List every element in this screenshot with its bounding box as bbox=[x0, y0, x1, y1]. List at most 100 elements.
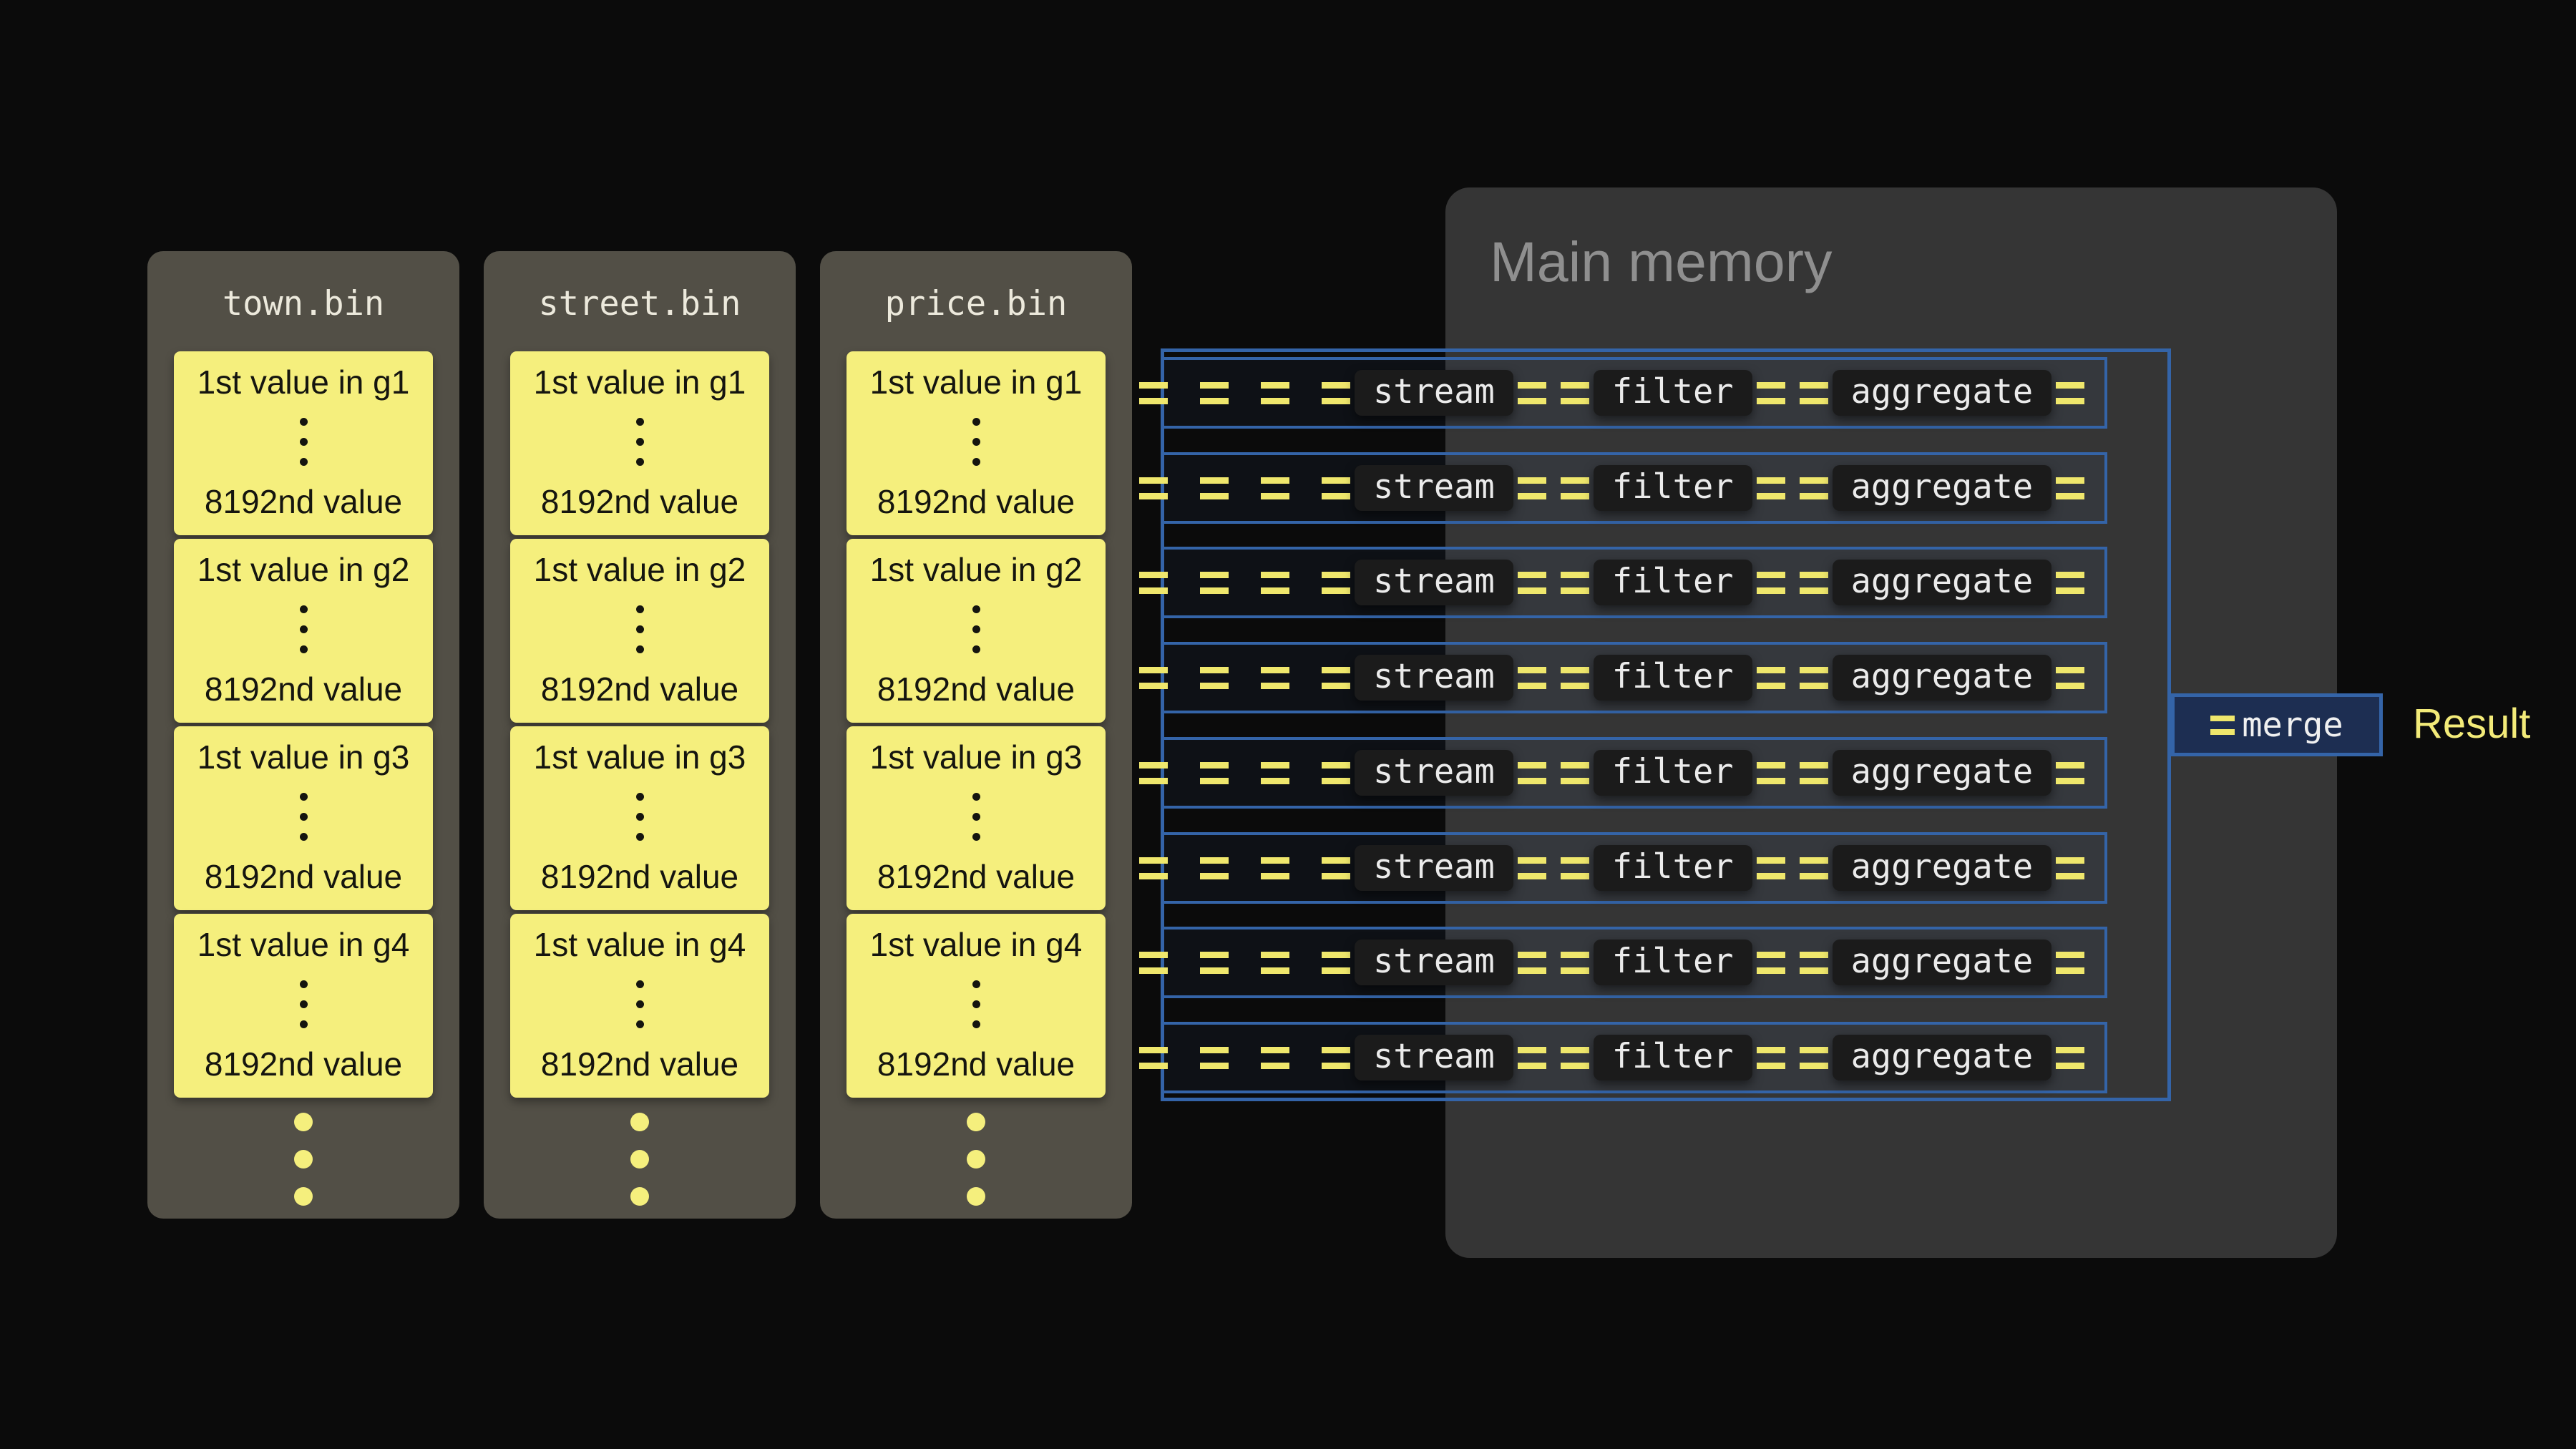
group-last-value: 8192nd value bbox=[877, 1045, 1075, 1083]
ellipsis-dots-icon bbox=[300, 418, 308, 466]
dot-icon bbox=[636, 813, 644, 821]
pipeline-row: streamfilteraggregate bbox=[1139, 1035, 2084, 1080]
equals-dash-icon bbox=[1800, 572, 1828, 594]
equals-dash-icon bbox=[1800, 382, 1828, 404]
equals-dash-icon bbox=[1139, 952, 1168, 974]
dot-icon bbox=[294, 1150, 313, 1169]
equals-dash-icon bbox=[2056, 382, 2084, 404]
ellipsis-dots-icon bbox=[300, 605, 308, 653]
main-memory-title: Main memory bbox=[1490, 229, 1832, 295]
equals-dash-icon bbox=[1200, 1047, 1229, 1069]
equals-dash-icon bbox=[1261, 667, 1289, 689]
group-first-value: 1st value in g4 bbox=[534, 925, 746, 964]
dot-icon bbox=[636, 1020, 644, 1028]
value-group-box: 1st value in g18192nd value bbox=[174, 351, 433, 535]
stage-box-filter: filter bbox=[1594, 560, 1752, 605]
dot-icon bbox=[972, 645, 980, 653]
group-last-value: 8192nd value bbox=[205, 1045, 402, 1083]
dot-icon bbox=[972, 625, 980, 633]
dot-icon bbox=[636, 418, 644, 426]
dot-icon bbox=[300, 458, 308, 466]
group-last-value: 8192nd value bbox=[205, 857, 402, 896]
equals-dash-icon bbox=[1139, 572, 1168, 594]
dot-icon bbox=[300, 1020, 308, 1028]
equals-dash-icon bbox=[1139, 857, 1168, 879]
value-group-box: 1st value in g4 8192nd value bbox=[847, 914, 1106, 1098]
stage-box-aggregate: aggregate bbox=[1833, 370, 2052, 416]
equals-dash-icon bbox=[1757, 952, 1785, 974]
dot-icon bbox=[300, 813, 308, 821]
equals-dash-icon bbox=[1200, 667, 1229, 689]
dot-icon bbox=[630, 1150, 649, 1169]
file-groups: 1st value in g18192nd value1st value in … bbox=[510, 351, 769, 1101]
dot-icon bbox=[972, 1000, 980, 1008]
equals-dash-icon bbox=[1518, 952, 1546, 974]
pipeline-row: streamfilteraggregate bbox=[1139, 465, 2084, 511]
ellipsis-dots-icon bbox=[300, 793, 308, 841]
value-group-box: 1st value in g48192nd value bbox=[174, 914, 433, 1098]
equals-dash-icon bbox=[1261, 1047, 1289, 1069]
group-first-value: 1st value in g4 bbox=[870, 925, 1083, 964]
equals-dash-icon bbox=[1757, 477, 1785, 499]
merge-label: merge bbox=[2242, 706, 2343, 745]
ellipsis-dots-icon bbox=[972, 605, 980, 653]
dot-icon bbox=[300, 833, 308, 841]
group-last-value: 8192nd value bbox=[205, 670, 402, 708]
file-groups: 1st value in g18192nd value 1st value in … bbox=[847, 351, 1106, 1101]
stage-box-aggregate: aggregate bbox=[1833, 560, 2052, 605]
stage-box-stream: stream bbox=[1355, 940, 1513, 985]
equals-dash-icon bbox=[1561, 857, 1589, 879]
equals-dash-icon bbox=[1561, 572, 1589, 594]
dot-icon bbox=[630, 1113, 649, 1131]
ellipsis-dots-icon bbox=[636, 980, 644, 1028]
dot-icon bbox=[300, 645, 308, 653]
equals-dash-icon bbox=[1757, 667, 1785, 689]
dot-icon bbox=[636, 438, 644, 446]
value-group-box: 1st value in g28192nd value bbox=[174, 539, 433, 723]
value-group-box: 1st value in g28192nd value bbox=[510, 539, 769, 723]
equals-dash-icon bbox=[1800, 1047, 1828, 1069]
dot-icon bbox=[972, 438, 980, 446]
group-last-value: 8192nd value bbox=[877, 670, 1075, 708]
file-panel: price.bin1st value in g18192nd value1st … bbox=[820, 251, 1132, 1219]
equals-dash-icon bbox=[1200, 952, 1229, 974]
file-title: street.bin bbox=[484, 284, 796, 323]
equals-dash-icon bbox=[1561, 1047, 1589, 1069]
file-title: town.bin bbox=[147, 284, 459, 323]
file-panel: street.bin1st value in g18192nd value1st… bbox=[484, 251, 796, 1219]
stage-box-aggregate: aggregate bbox=[1833, 655, 2052, 701]
dot-icon bbox=[300, 980, 308, 988]
equals-dash-icon bbox=[1139, 1047, 1168, 1069]
equals-dash-icon bbox=[1518, 762, 1546, 784]
dot-icon bbox=[967, 1113, 985, 1131]
stage-box-stream: stream bbox=[1355, 845, 1513, 891]
value-group-box: 1st value in g18192nd value bbox=[510, 351, 769, 535]
dot-icon bbox=[967, 1150, 985, 1169]
equals-dash-icon bbox=[2056, 572, 2084, 594]
equals-dash-icon bbox=[1322, 572, 1350, 594]
equals-dash-icon bbox=[1261, 762, 1289, 784]
group-last-value: 8192nd value bbox=[541, 857, 738, 896]
equals-dash-icon bbox=[1322, 952, 1350, 974]
stage-box-aggregate: aggregate bbox=[1833, 845, 2052, 891]
dot-icon bbox=[636, 458, 644, 466]
equals-dash-icon bbox=[1561, 667, 1589, 689]
value-group-box: 1st value in g18192nd value bbox=[847, 351, 1106, 535]
group-first-value: 1st value in g3 bbox=[534, 738, 746, 776]
file-panel: town.bin1st value in g18192nd value1st v… bbox=[147, 251, 459, 1219]
stage-box-stream: stream bbox=[1355, 750, 1513, 796]
dot-icon bbox=[967, 1187, 985, 1206]
stage-box-aggregate: aggregate bbox=[1833, 940, 2052, 985]
stage-box-stream: stream bbox=[1355, 560, 1513, 605]
file-more-dots-icon bbox=[147, 1113, 459, 1206]
file-more-dots-icon bbox=[820, 1113, 1132, 1206]
group-last-value: 8192nd value bbox=[541, 670, 738, 708]
stage-box-filter: filter bbox=[1594, 845, 1752, 891]
equals-dash-icon bbox=[1757, 1047, 1785, 1069]
dot-icon bbox=[294, 1187, 313, 1206]
stage-box-stream: stream bbox=[1355, 370, 1513, 416]
equals-dash-icon bbox=[1322, 382, 1350, 404]
group-first-value: 1st value in g3 bbox=[197, 738, 410, 776]
dot-icon bbox=[300, 438, 308, 446]
